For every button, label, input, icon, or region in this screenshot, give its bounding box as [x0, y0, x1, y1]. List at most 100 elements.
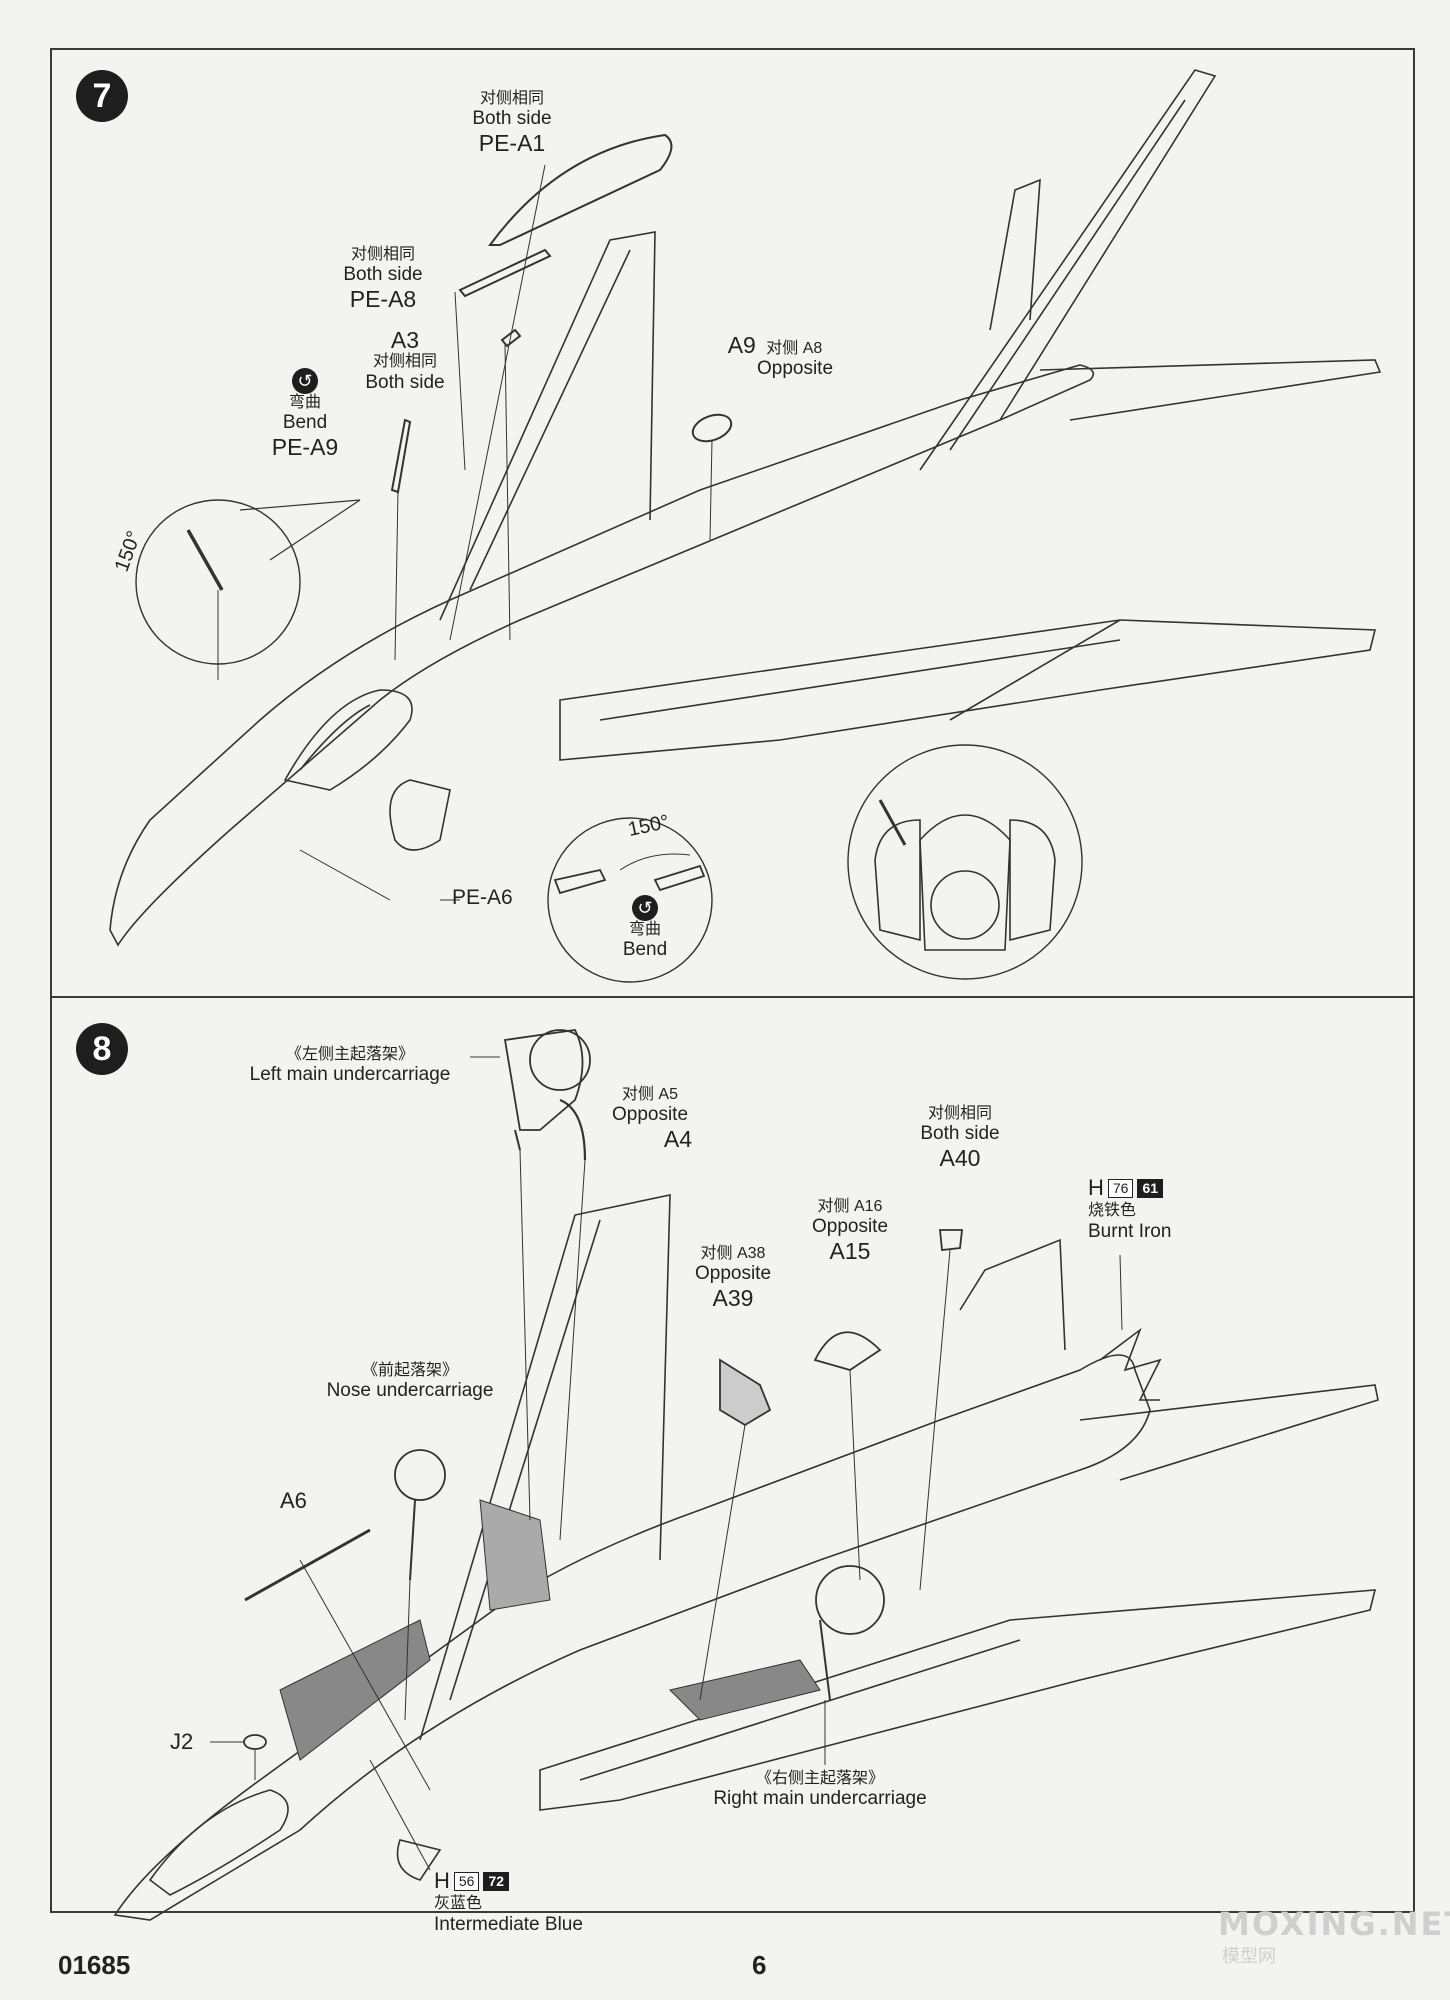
left-main-wheel — [529, 1029, 591, 1091]
fin-7 — [439, 231, 656, 621]
a15-part — [813, 1331, 882, 1371]
detail-pointer-left — [239, 499, 361, 561]
main-gear-bay — [669, 1659, 821, 1721]
callout-pe-a6: PE-A6 — [452, 886, 513, 909]
step-number: 7 — [92, 76, 112, 115]
canopy-7 — [283, 689, 413, 791]
intake-8 — [396, 1839, 442, 1881]
callout-cn: 对侧 A16 — [817, 1198, 883, 1215]
a4-part — [559, 1098, 587, 1161]
pe-a8-part — [458, 248, 552, 298]
cockpit-stick — [878, 799, 907, 846]
canopy-frame-7 — [299, 704, 371, 771]
right-main-wheel — [815, 1565, 885, 1635]
callout-cn: 对侧 A5 — [621, 1086, 679, 1103]
callout-part: A40 — [939, 1145, 981, 1172]
paint-code-box: 76 — [1107, 1178, 1134, 1198]
callout-en: Nose undercarriage — [326, 1380, 494, 1402]
callout-nose-undercarriage: 《前起落架》 Nose undercarriage — [310, 1362, 510, 1402]
callout-en: Opposite — [756, 358, 834, 380]
fin-8 — [419, 1194, 671, 1741]
left-main-strut — [514, 1129, 521, 1151]
callout-a15: 对侧 A16 Opposite A15 — [800, 1198, 900, 1265]
detail-circle-pea6 — [547, 817, 713, 983]
paint-code-box-dark: 72 — [483, 1871, 510, 1891]
aircraft-fuselage-8 — [113, 1354, 1151, 1921]
callout-cn: 对侧相同 — [927, 1105, 992, 1122]
paint-en: Intermediate Blue — [434, 1913, 583, 1935]
wing-8 — [539, 1589, 1377, 1811]
leader-burnt-iron — [1119, 1254, 1123, 1331]
callout-a9: A9 对侧 A8 Opposite — [700, 332, 850, 380]
callout-a39: 对侧 A38 Opposite A39 — [683, 1245, 783, 1312]
detail-circle-cockpit — [847, 744, 1083, 980]
leader-left-main-down — [519, 1149, 531, 1521]
j2-part — [243, 1734, 267, 1750]
left-main-gear-part — [503, 1029, 584, 1131]
callout-en: Opposite — [694, 1263, 772, 1285]
stabilizer-7 — [1039, 359, 1382, 421]
callout-cn: 《右侧主起落架》 — [755, 1770, 884, 1787]
callout-pe-a1: 对侧相同 Both side PE-A1 — [462, 90, 562, 157]
pe-a9-bent — [186, 529, 224, 591]
wing-fence-7 — [949, 619, 1121, 721]
paint-cn: 烧铁色 — [1088, 1202, 1137, 1220]
callout-a6: A6 — [280, 1488, 307, 1513]
cockpit-frame-l — [874, 819, 921, 942]
paint-code-box-dark: 61 — [1137, 1178, 1164, 1198]
leader-pea6 — [299, 849, 391, 901]
leader-a4 — [559, 1159, 586, 1541]
callout-left-main-undercarriage: 《左侧主起落架》 Left main undercarriage — [235, 1046, 465, 1086]
callout-en: Bend — [622, 939, 668, 961]
callout-a4: 对侧 A5 Opposite A4 — [600, 1086, 700, 1153]
a3-part — [500, 328, 522, 348]
callout-en: Both side — [920, 1123, 1000, 1145]
callout-part: PE-A8 — [349, 286, 417, 313]
paint-en: Burnt Iron — [1088, 1220, 1172, 1242]
paint-cn: 灰蓝色 — [434, 1895, 483, 1913]
callout-part: A39 — [712, 1285, 754, 1312]
callout-j2: J2 — [170, 1729, 194, 1754]
bend-icon: ↺ — [632, 895, 658, 921]
right-main-strut — [819, 1619, 831, 1701]
leader-a39 — [699, 1424, 746, 1701]
exhaust-8 — [1099, 1327, 1162, 1401]
callout-pe-a8: 对侧相同 Both side PE-A8 — [333, 246, 433, 313]
leader-a40 — [919, 1249, 951, 1591]
watermark-sub: 模型网 — [1222, 1946, 1276, 1966]
callout-en: Both side — [365, 371, 445, 393]
callout-a40: 对侧相同 Both side A40 — [910, 1105, 1010, 1172]
pe-a1-part — [488, 133, 673, 246]
nose-gear-bay — [279, 1619, 431, 1761]
wing-7 — [559, 619, 1377, 761]
leader-a8 — [454, 291, 466, 471]
callout-cn: 《左侧主起落架》 — [285, 1046, 414, 1063]
canopy-8 — [148, 1789, 289, 1896]
step-divider — [50, 996, 1415, 998]
callout-part: PE-A9 — [271, 434, 339, 461]
callout-cn: 《前起落架》 — [361, 1362, 458, 1379]
callout-part: PE-A1 — [478, 130, 546, 157]
callout-en: Both side — [472, 108, 552, 130]
callout-cn: 对侧相同 — [479, 90, 544, 107]
pe-a9-part — [390, 418, 412, 494]
callout-cn: 弯曲 — [628, 921, 661, 938]
intake-7 — [389, 779, 451, 851]
callout-en: Opposite — [811, 1216, 889, 1238]
nose-wheel — [394, 1449, 446, 1501]
leader-pea9 — [394, 489, 399, 661]
callout-part: A15 — [829, 1238, 871, 1265]
step-number: 8 — [92, 1029, 112, 1068]
paint-letter: H — [434, 1868, 450, 1893]
callout-pe-a9: ↺ 弯曲 Bend PE-A9 — [255, 368, 355, 461]
leader-intermediate-blue — [369, 1759, 431, 1871]
a39-part — [719, 1358, 772, 1427]
bend-icon: ↺ — [292, 368, 318, 394]
a40-part — [939, 1229, 964, 1251]
callout-en: Opposite — [611, 1104, 689, 1126]
instruction-frame — [50, 48, 1415, 1913]
wing-line-7 — [599, 639, 1121, 721]
callout-cn: 对侧 A38 — [700, 1245, 766, 1262]
